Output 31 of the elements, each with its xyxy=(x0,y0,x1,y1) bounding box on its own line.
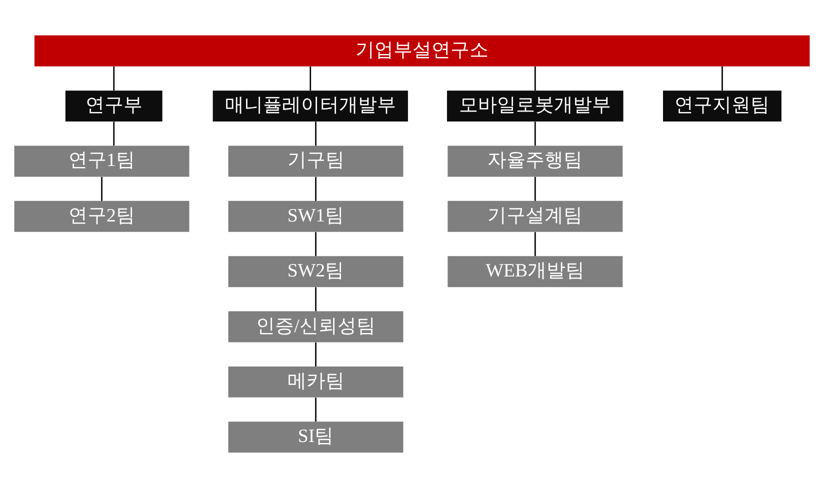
node-box: 매니퓰레이터개발부 xyxy=(212,90,408,122)
node-box: 기업부설연구소 xyxy=(34,34,810,66)
connector xyxy=(315,121,316,146)
connector xyxy=(113,66,115,90)
node-box: 연구지원팀 xyxy=(663,90,782,122)
connector xyxy=(534,176,536,200)
node-box: 기구설계팀 xyxy=(448,200,623,232)
node-box: 모바일로봇개발부 xyxy=(447,90,624,122)
connector xyxy=(315,176,316,200)
connector xyxy=(722,66,723,90)
connector xyxy=(315,286,316,311)
connector xyxy=(534,232,536,256)
connector xyxy=(101,176,102,200)
node-box: SW2팀 xyxy=(228,256,404,287)
connector xyxy=(113,121,115,146)
node-box: 자율주행팀 xyxy=(448,145,623,176)
node-box: 인증/신뢰성팀 xyxy=(228,310,404,342)
connector xyxy=(315,342,316,366)
node-box: 연구1팀 xyxy=(14,145,190,176)
connector xyxy=(310,66,312,90)
node-box: 연구부 xyxy=(65,90,162,122)
connector xyxy=(315,232,316,256)
connector xyxy=(315,397,316,422)
node-box: 연구2팀 xyxy=(14,200,190,232)
node-box: WEB개발팀 xyxy=(448,256,623,287)
node-box: 메카팀 xyxy=(228,366,404,397)
connector xyxy=(534,66,536,90)
node-box: SI팀 xyxy=(228,421,404,452)
node-box: 기구팀 xyxy=(228,145,404,176)
node-box: SW1팀 xyxy=(228,200,404,232)
connector xyxy=(534,121,536,146)
